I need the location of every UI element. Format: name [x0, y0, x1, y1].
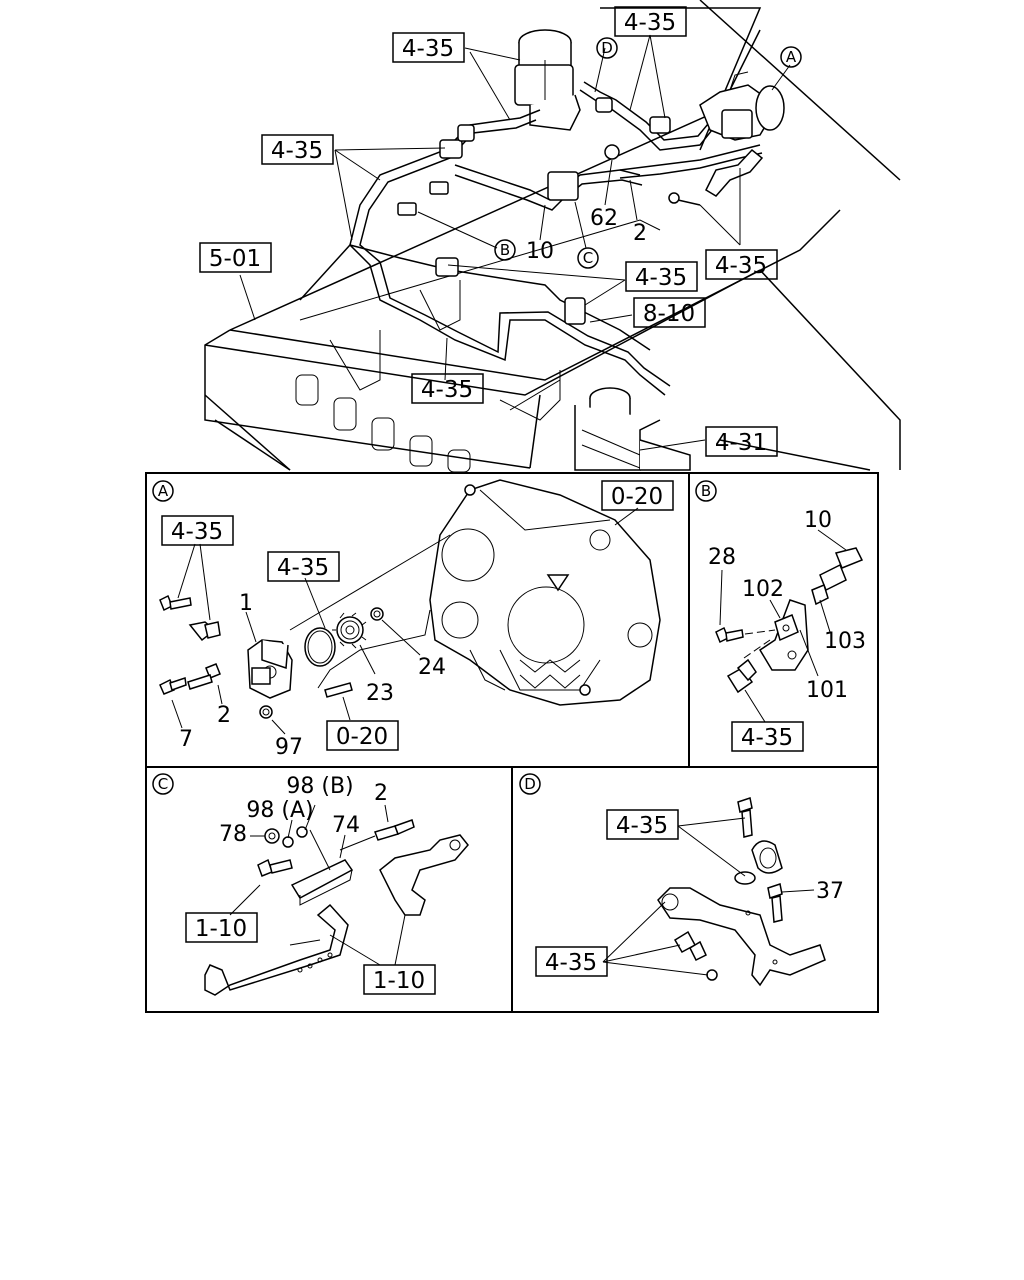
svg-text:4-35: 4-35: [277, 555, 329, 581]
svg-text:4-35: 4-35: [741, 725, 793, 751]
ref-box-4-35-a-center: 4-35: [267, 551, 340, 582]
ref-box-1-10-left: 1-10: [185, 912, 258, 943]
part-number-102: 102: [742, 577, 784, 602]
ref-box-1-10-right: 1-10: [363, 964, 436, 995]
view-marker-d: D: [519, 773, 541, 795]
part-number-97: 97: [275, 735, 303, 760]
svg-text:B: B: [701, 482, 711, 500]
svg-text:5-01: 5-01: [209, 246, 261, 272]
svg-text:0-20: 0-20: [336, 724, 388, 750]
svg-text:4-35: 4-35: [545, 950, 597, 976]
view-marker-a: A: [152, 480, 174, 502]
svg-text:4-35: 4-35: [616, 813, 668, 839]
view-a-illustration: [159, 479, 661, 735]
part-number-101: 101: [806, 678, 848, 703]
svg-text:4-35: 4-35: [402, 36, 454, 62]
view-marker-c-overview: C: [577, 247, 599, 269]
ref-box-4-35-left: 4-35: [261, 134, 334, 165]
view-marker-b: B: [695, 480, 717, 502]
ref-box-4-35-view-b: 4-35: [731, 721, 804, 752]
svg-text:A: A: [786, 48, 797, 66]
ref-box-4-35-bottom: 4-35: [411, 373, 484, 404]
svg-text:C: C: [583, 249, 593, 267]
part-number-10: 10: [526, 239, 554, 264]
part-number-98b: 98 (B): [286, 774, 353, 799]
ref-box-8-10: 8-10: [633, 297, 706, 328]
svg-text:B: B: [500, 241, 510, 259]
overview-illustration: [204, 0, 901, 473]
svg-text:4-35: 4-35: [171, 519, 223, 545]
ref-box-0-20-top: 0-20: [601, 480, 674, 511]
view-marker-c: C: [152, 773, 174, 795]
ref-box-4-35-top-left: 4-35: [392, 32, 465, 63]
view-marker-d-overview: D: [596, 37, 618, 59]
ref-box-4-35-view-d-top: 4-35: [606, 809, 679, 840]
svg-text:4-35: 4-35: [271, 138, 323, 164]
ref-box-4-35-center: 4-35: [625, 261, 698, 292]
svg-text:4-35: 4-35: [715, 253, 767, 279]
svg-text:4-31: 4-31: [715, 430, 767, 456]
view-marker-b-overview: B: [494, 239, 516, 261]
part-number-2-view-c: 2: [374, 781, 388, 806]
ref-box-5-01: 5-01: [199, 242, 272, 273]
svg-text:C: C: [158, 775, 168, 793]
part-number-2-view-a: 2: [217, 703, 231, 728]
part-number-62: 62: [590, 206, 618, 231]
view-c-illustration: [204, 804, 469, 996]
view-marker-a-overview: A: [780, 46, 802, 68]
part-number-28: 28: [708, 545, 736, 570]
part-number-37: 37: [816, 879, 844, 904]
svg-text:0-20: 0-20: [611, 484, 663, 510]
svg-text:1-10: 1-10: [373, 968, 425, 994]
part-number-24: 24: [418, 655, 446, 680]
detail-frames: [145, 472, 879, 1013]
part-number-1: 1: [239, 591, 253, 616]
ref-box-4-35-top-right: 4-35: [614, 6, 687, 37]
view-d-illustration: [602, 797, 826, 987]
part-number-103: 103: [824, 629, 866, 654]
svg-text:4-35: 4-35: [624, 10, 676, 36]
svg-text:1-10: 1-10: [195, 916, 247, 942]
part-number-2: 2: [633, 221, 647, 246]
part-number-78: 78: [219, 822, 247, 847]
svg-text:4-35: 4-35: [635, 265, 687, 291]
svg-text:4-35: 4-35: [421, 377, 473, 403]
part-number-98a: 98 (A): [246, 798, 313, 823]
part-number-7: 7: [179, 727, 193, 752]
part-number-10-view-b: 10: [804, 508, 832, 533]
part-number-74: 74: [332, 813, 360, 838]
part-number-23: 23: [366, 681, 394, 706]
ref-box-0-20-bottom: 0-20: [326, 720, 399, 751]
ref-box-4-31: 4-31: [705, 426, 778, 457]
svg-text:D: D: [601, 39, 613, 57]
ref-box-4-35-a-left: 4-35: [161, 515, 234, 546]
ref-box-4-35-view-d-bottom: 4-35: [535, 946, 608, 977]
view-b-illustration: [715, 529, 864, 723]
svg-text:8-10: 8-10: [643, 301, 695, 327]
svg-text:A: A: [158, 482, 169, 500]
ref-box-4-35-right: 4-35: [705, 249, 778, 280]
svg-text:D: D: [524, 775, 536, 793]
